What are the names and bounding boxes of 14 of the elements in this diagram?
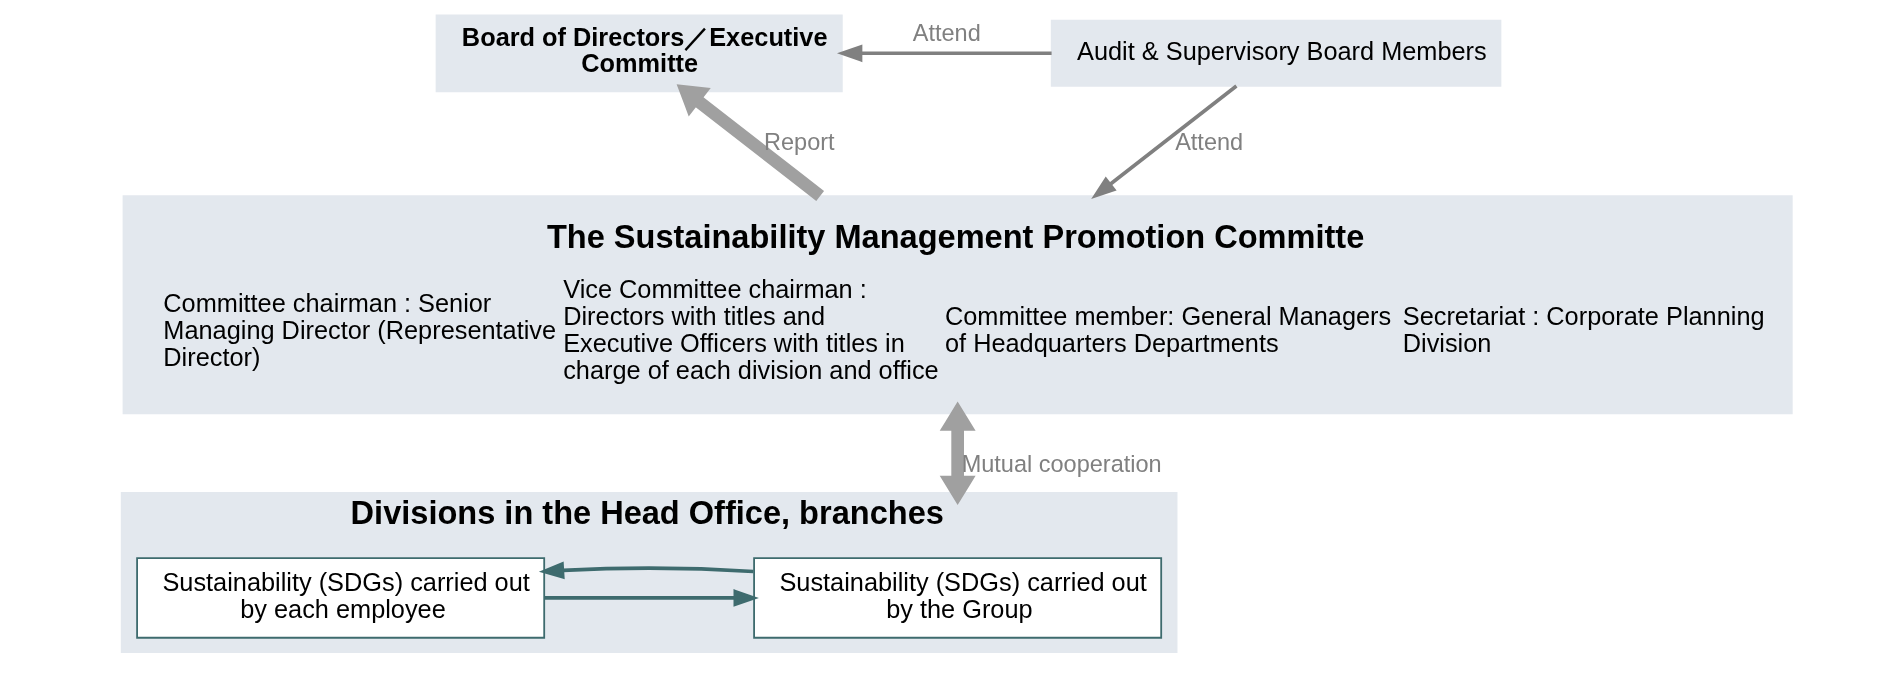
node-box: The Sustainability Management Promotion Committe Committee chairman : Senior Managing Director (Representative Director) Vice Committee chairman : Directors with titles and Executive Officers with titles in charge of each division and office Committee member: General Managers of Headquarters Departments Secretariat : Corporate Planning Division [122, 195, 1793, 415]
arrow [543, 589, 759, 607]
arrow [836, 44, 1052, 63]
edge-label: Attend [1174, 128, 1243, 155]
node-box: Sustainability (SDGs) carried out by each employee [135, 557, 545, 639]
arrow [1090, 84, 1238, 200]
arrow [538, 561, 753, 580]
edge-label: Report [763, 128, 835, 155]
edge-label: Attend [912, 20, 981, 47]
node-box: Sustainability (SDGs) carried out by the Group [752, 557, 1162, 639]
node-box: Audit & Supervisory Board Members [1050, 19, 1501, 87]
arrow [676, 84, 824, 201]
arrow [939, 401, 976, 506]
node-box: Board of Directors／Executive Committe [435, 14, 843, 93]
